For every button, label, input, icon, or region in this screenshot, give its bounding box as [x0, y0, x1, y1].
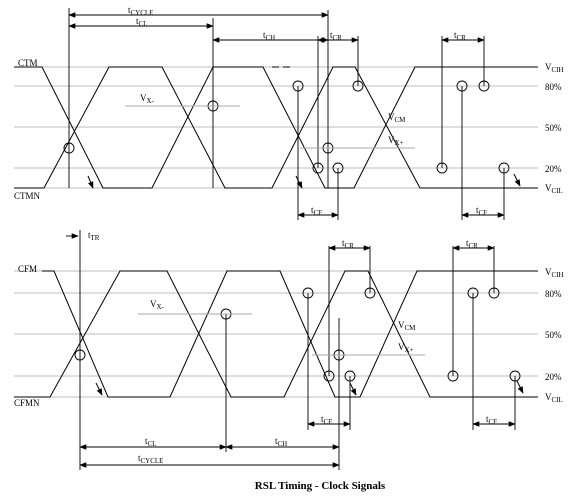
- figure-caption: RSL Timing - Clock Signals: [255, 480, 386, 492]
- pct-20-label: 20%: [545, 164, 562, 174]
- vcm-label: VCM: [398, 320, 416, 332]
- tcycle-label: tCYCLE: [138, 453, 163, 465]
- cfmn-waveform: [14, 270, 538, 398]
- tcr-label: tCR: [342, 238, 354, 250]
- tcf-label: tCF: [321, 414, 332, 426]
- cfm-label: CFM: [18, 264, 37, 274]
- top-reference-lines: [14, 66, 538, 189]
- vcil-label: VCIL: [545, 183, 563, 195]
- bottom-edge-arrows: [95, 380, 524, 396]
- vcil-label: VCIL: [545, 392, 563, 404]
- tch-label: tCH: [263, 30, 275, 42]
- tcycle-label: tCYCLE: [128, 5, 153, 17]
- tcf-label: tCF: [476, 205, 487, 217]
- top-dashed-edges: [14, 66, 510, 189]
- bottom-panel: CFM CFMN tTR tCR tCR tCF tCF tCL tCH tCY…: [14, 230, 564, 470]
- vcih-label: VCIH: [545, 267, 564, 279]
- pct-80-label: 80%: [545, 82, 562, 92]
- tcr-label: tCR: [454, 30, 466, 42]
- top-dimension-arrows: [68, 12, 505, 218]
- tcr-label: tCR: [466, 238, 478, 250]
- ttr-label: tTR: [88, 230, 100, 242]
- tcf-label: tCF: [311, 205, 322, 217]
- vx-minus-label: VX-: [140, 93, 155, 105]
- vx-minus-label: VX-: [150, 299, 165, 311]
- pct-50-label: 50%: [545, 123, 562, 133]
- vx-plus-label: VX+: [388, 135, 404, 147]
- cfm-waveform: [42, 270, 538, 398]
- tcf-label: tCF: [486, 414, 497, 426]
- vcm-label: VCM: [388, 112, 406, 124]
- ctm-waveform: [14, 66, 538, 189]
- cfmn-label: CFMN: [14, 398, 40, 408]
- top-edge-arrows: [87, 173, 521, 189]
- bottom-dashed-edges: [456, 270, 510, 398]
- vx-plus-label: VX+: [398, 342, 414, 354]
- pct-80-label: 80%: [545, 289, 562, 299]
- top-panel: CTM CTMN tCYCLE tCL tCH tCR tCR tCF tCF …: [14, 5, 564, 220]
- bottom-reference-lines: [14, 270, 538, 398]
- bottom-vertical-guides: [79, 230, 516, 470]
- pct-50-label: 50%: [545, 330, 562, 340]
- bottom-dimension-arrows: [66, 233, 516, 468]
- top-vertical-guides: [68, 8, 505, 220]
- ctmn-waveform: [14, 66, 538, 189]
- vcih-label: VCIH: [545, 62, 564, 74]
- tcl-label: tCL: [136, 16, 147, 28]
- tcl-label: tCL: [145, 436, 156, 448]
- tcr-label: tCR: [330, 30, 342, 42]
- ctm-label: CTM: [18, 58, 38, 68]
- pct-20-label: 20%: [545, 372, 562, 382]
- tch-label: tCH: [275, 436, 287, 448]
- ctmn-label: CTMN: [14, 191, 41, 201]
